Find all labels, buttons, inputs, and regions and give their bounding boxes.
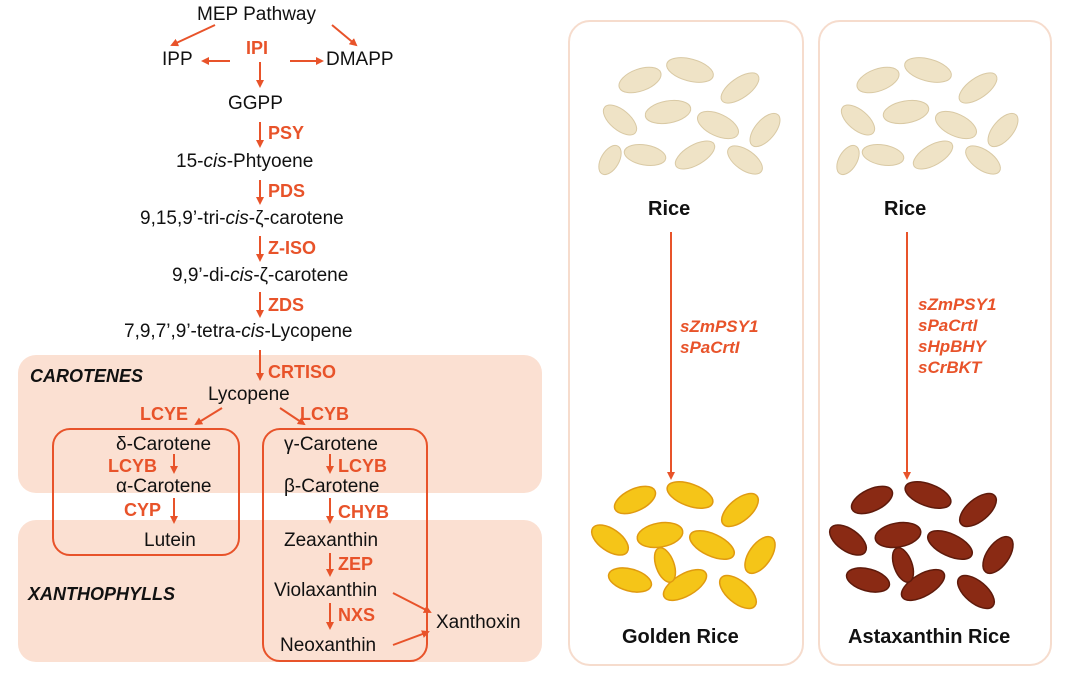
zc1-cis: cis [225, 208, 249, 229]
enzyme-chyb: CHYB [338, 502, 390, 522]
zeta-carotene-1-label: 9,15,9’-tri-cis-ζ-carotene [140, 208, 344, 230]
panel2-rice-label: Rice [884, 198, 927, 220]
zc2-prefix: 9,9’-di- [172, 265, 231, 286]
golden-rice-grains [590, 481, 776, 610]
mep-pathway-label: MEP Pathway [197, 4, 316, 25]
dmapp-label: DMAPP [326, 49, 394, 70]
panel1-genes: sZmPSY1 sPaCrtI [680, 316, 758, 358]
enzyme-ipi: IPI [246, 38, 269, 58]
beta-carotene-label: β-Carotene [284, 476, 380, 497]
carotenes-label: CAROTENES [30, 366, 144, 386]
enzyme-psy: PSY [268, 123, 305, 143]
zc1-prefix: 9,15,9’-tri- [140, 208, 226, 229]
enzyme-lcye: LCYE [140, 404, 189, 424]
lycopene-label: Lycopene [208, 384, 290, 405]
violaxanthin-label: Violaxanthin [274, 580, 378, 601]
enzyme-zds: ZDS [268, 295, 304, 315]
white-rice-grains-1 [598, 57, 781, 176]
zeaxanthin-label: Zeaxanthin [284, 530, 379, 551]
enzyme-lcyb-inner: LCYB [338, 456, 387, 476]
enzyme-lcyb-right: LCYB [300, 404, 349, 424]
lutein-label: Lutein [144, 530, 196, 551]
enzyme-lcyb-left: LCYB [108, 456, 157, 476]
lyc1-cis: cis [241, 321, 265, 342]
golden-rice-label: Golden Rice [622, 626, 739, 648]
xanthophylls-band [18, 520, 542, 662]
tetra-cis-lycopene-label: 7,9,7’,9’-tetra-cis-Lycopene [124, 321, 353, 343]
panel1-gene-1: sZmPSY1 [680, 317, 759, 336]
ggpp-label: GGPP [228, 93, 283, 114]
panel2-gene-4: sCrBKT [918, 358, 982, 377]
carotenes-band [18, 355, 542, 493]
panel2-genes: sZmPSY1 sPaCrtI sHpBHY sCrBKT [918, 294, 996, 378]
alpha-carotene-label: α-Carotene [116, 476, 212, 497]
panel2-gene-3: sHpBHY [918, 337, 987, 356]
zc2-cis: cis [230, 265, 254, 286]
white-rice-grains-2 [836, 57, 1019, 176]
panel2-gene-2: sPaCrtI [918, 316, 978, 335]
xanthophylls-label: XANTHOPHYLLS [28, 584, 176, 604]
enzyme-crtiso: CRTISO [268, 362, 337, 382]
lyc1-prefix: 7,9,7’,9’-tetra- [124, 321, 242, 342]
astaxanthin-rice-grains [828, 481, 1014, 610]
zc1-suffix: -ζ-carotene [248, 208, 344, 229]
panel2-gene-1: sZmPSY1 [918, 295, 997, 314]
ipp-label: IPP [162, 49, 193, 70]
enzyme-nxs: NXS [338, 605, 376, 625]
enzyme-zep: ZEP [338, 554, 374, 574]
phytoene-prefix: 15- [176, 151, 204, 172]
panel1-gene-2: sPaCrtI [680, 338, 740, 357]
enzyme-ziso: Z-ISO [268, 238, 316, 258]
xanthoxin-label: Xanthoxin [436, 612, 521, 633]
panel1-rice-label: Rice [648, 198, 691, 220]
phytoene-label: 15-cis-Phtyoene [176, 151, 313, 173]
enzyme-pds: PDS [268, 181, 306, 201]
lyc1-suffix: -Lycopene [264, 321, 353, 342]
beta-branch-box [262, 428, 428, 662]
alpha-branch-box [52, 428, 240, 556]
phytoene-suffix: -Phtyoene [226, 151, 314, 172]
zeta-carotene-2-label: 9,9’-di-cis-ζ-carotene [172, 265, 348, 287]
astaxanthin-rice-label: Astaxanthin Rice [848, 626, 1011, 648]
zc2-suffix: -ζ-carotene [253, 265, 349, 286]
delta-carotene-label: δ-Carotene [116, 434, 212, 455]
neoxanthin-label: Neoxanthin [280, 635, 377, 656]
phytoene-cis: cis [203, 151, 227, 172]
enzyme-cyp: CYP [124, 500, 162, 520]
gamma-carotene-label: γ-Carotene [284, 434, 378, 455]
